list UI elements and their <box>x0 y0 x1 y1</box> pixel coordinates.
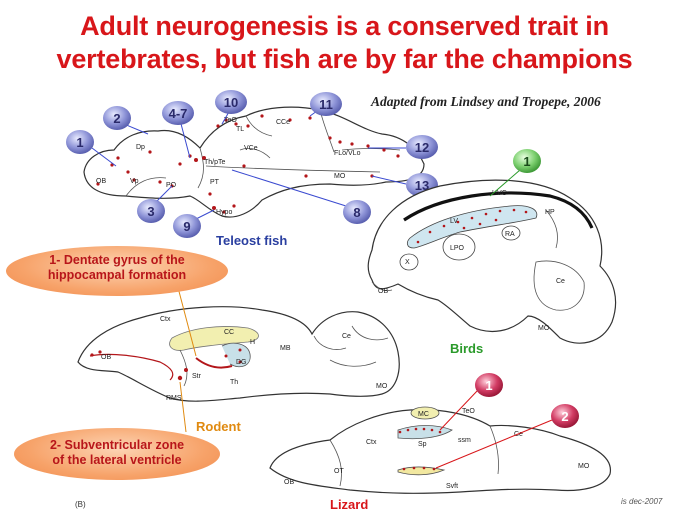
rodent-brain: Ctx CC H DG OB Str Th MB Ce MO RMS <box>77 279 400 433</box>
rodent-label-mb: MB <box>280 345 291 352</box>
fish-label-vp: Vp <box>130 178 139 185</box>
fish-badge-1: 1 <box>66 130 94 154</box>
dentate-gyrus-note: 1- Dentate gyrus of the hippocampal form… <box>6 246 228 296</box>
teleost-fish-caption: Teleost fish <box>216 233 288 248</box>
fish-badge-9: 9 <box>173 214 201 238</box>
lizard-caption: Lizard <box>330 497 369 512</box>
lizard-brain: MC TeO Ctx Sp ssm Ce MO OB OT Svft 1 2 <box>269 373 611 494</box>
bird-label-lv: LV <box>450 218 458 225</box>
fish-badge-8: 8 <box>343 200 371 224</box>
fish-label-teo: TeO <box>224 117 237 124</box>
rodent-label-ce: Ce <box>342 333 351 340</box>
subventricular-zone-note-line-2: of the lateral ventricle <box>52 453 182 467</box>
rodent-caption: Rodent <box>196 419 241 434</box>
fish-neurogenic-sites <box>96 114 400 214</box>
svg-text:9: 9 <box>183 219 190 234</box>
bird-brain: HVC HP LV RA LPO X Ce OB MO 1 <box>367 149 617 344</box>
fish-label-hypo: Hypo <box>216 209 232 216</box>
rodent-label-rms: RMS <box>166 395 182 402</box>
svg-text:2: 2 <box>561 409 568 424</box>
fish-label-vce: VCe <box>244 145 258 152</box>
rodent-label-h: H <box>250 339 255 346</box>
lizard-badge-1: 1 <box>475 373 503 397</box>
fish-badge-10: 10 <box>215 90 247 114</box>
svg-text:2: 2 <box>113 111 120 126</box>
svg-text:4-7: 4-7 <box>169 106 188 121</box>
rodent-label-str: Str <box>192 373 202 380</box>
fish-badge-3: 3 <box>137 199 165 223</box>
fish-badge-2: 2 <box>103 106 131 130</box>
lizard-label-ctx: Ctx <box>366 439 377 446</box>
lizard-label-ssm: ssm <box>458 437 471 444</box>
figure-panel-label: (B) <box>75 500 86 509</box>
fish-badge-12: 12 <box>406 135 438 159</box>
subventricular-zone-note: 2- Subventricular zone of the lateral ve… <box>14 428 220 480</box>
lizard-label-teo: TeO <box>462 408 475 415</box>
bird-label-mo: MO <box>538 325 550 332</box>
rodent-label-cc: CC <box>224 329 234 336</box>
fish-badge-11: 11 <box>310 92 342 116</box>
fish-label-mo: MO <box>334 173 346 180</box>
bird-label-lpo: LPO <box>450 245 465 252</box>
lizard-label-svft: Svft <box>446 483 458 490</box>
lizard-label-ob: OB <box>284 479 294 486</box>
rodent-label-mo: MO <box>376 383 388 390</box>
lizard-label-ot: OT <box>334 468 344 475</box>
svg-text:1: 1 <box>523 154 530 169</box>
dentate-gyrus-note-line-2: hippocampal formation <box>47 268 187 282</box>
svg-text:11: 11 <box>319 97 333 112</box>
bird-label-ce: Ce <box>556 278 565 285</box>
svg-text:13: 13 <box>415 178 429 193</box>
lizard-neurogenic-sites <box>398 427 442 471</box>
svg-text:1: 1 <box>485 378 492 393</box>
rodent-label-ctx: Ctx <box>160 316 171 323</box>
footer-credit: is dec-2007 <box>621 497 663 506</box>
slide-title-line-2: vertebrates, but fish are by far the cha… <box>56 44 633 74</box>
svg-text:12: 12 <box>415 140 429 155</box>
rodent-neurogenic-sites <box>90 348 242 381</box>
bird-label-hp: HP <box>545 209 555 216</box>
subventricular-zone-note-line-1: 2- Subventricular zone <box>49 438 185 452</box>
lizard-label-mo: MO <box>578 463 590 470</box>
dentate-gyrus-note-line-1: 1- Dentate gyrus of the <box>49 253 185 267</box>
fish-label-dp: Dp <box>136 144 145 151</box>
fish-label-po: PO <box>166 182 177 189</box>
lizard-badge-2: 2 <box>551 404 579 428</box>
bird-label-hvc: HVC <box>492 190 507 197</box>
fish-label-cce: CCe <box>276 119 290 126</box>
svg-text:3: 3 <box>147 204 154 219</box>
svg-text:10: 10 <box>224 95 238 110</box>
fish-label-ob: OB <box>96 178 106 185</box>
bird-label-ra: RA <box>505 231 515 238</box>
bird-label-x: X <box>405 259 410 266</box>
lizard-label-ce: Ce <box>514 431 523 438</box>
fish-badge-4-7: 4-7 <box>162 101 194 125</box>
rodent-label-th: Th <box>230 379 238 386</box>
slide-title-line-1: Adult neurogenesis is a conserved trait … <box>80 11 609 41</box>
fish-label-pt: PT <box>210 179 220 186</box>
bird-neurogenic-sites <box>416 208 528 244</box>
lizard-label-mc: MC <box>418 411 429 418</box>
svg-text:1: 1 <box>76 135 83 150</box>
bird-label-ob: OB <box>378 288 388 295</box>
fish-label-tl: TL <box>236 126 244 133</box>
rodent-label-dg: DG <box>236 359 247 366</box>
source-credit: Adapted from Lindsey and Tropepe, 2006 <box>371 94 601 109</box>
fish-label-flo-vlo: FLo/VLo <box>334 150 361 157</box>
lizard-label-sp: Sp <box>418 441 427 448</box>
rodent-label-ob: OB <box>101 354 111 361</box>
bird-badge-1: 1 <box>513 149 541 173</box>
svg-text:8: 8 <box>353 205 360 220</box>
fish-brain: OB Vp Dp PO Th/pTe PT Hypo TL VCe CCe FL… <box>83 106 425 218</box>
birds-caption: Birds <box>450 341 484 356</box>
fish-label-th-pte: Th/pTe <box>204 159 226 166</box>
